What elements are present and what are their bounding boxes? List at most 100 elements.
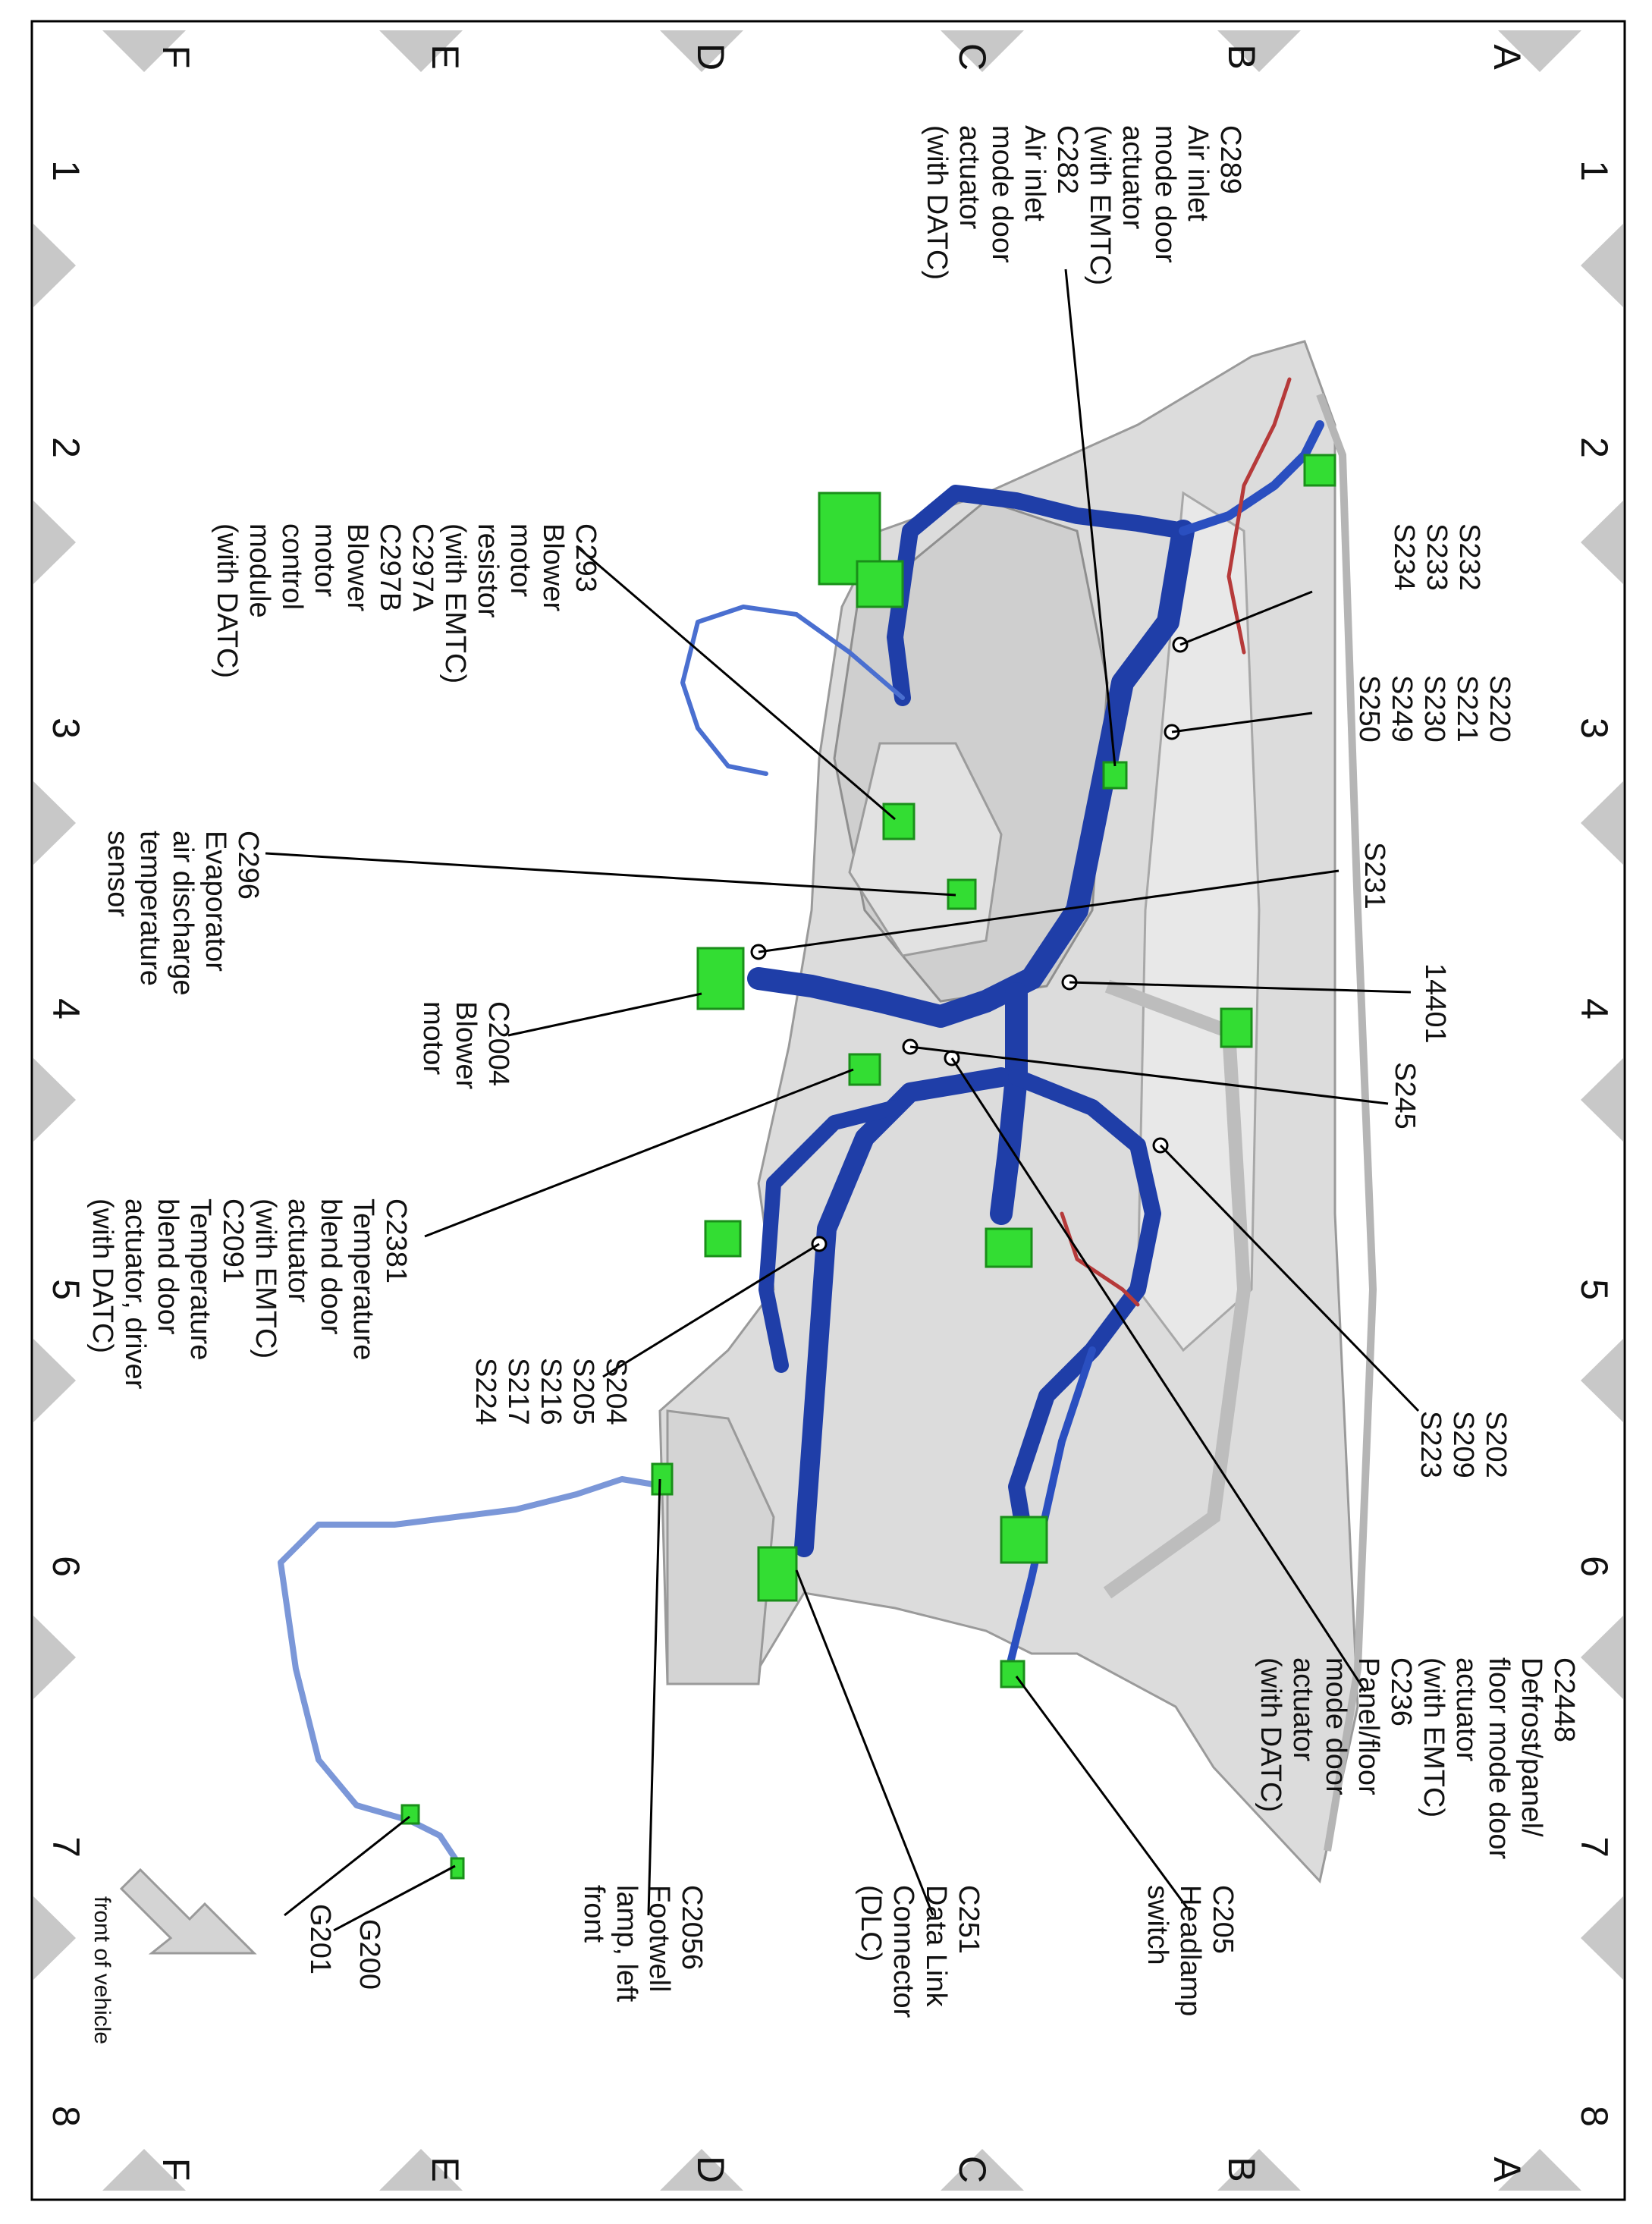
callout-line: temperature [134, 831, 166, 986]
callout-line: (with DATC) [921, 125, 953, 280]
callout-line: S245 [1389, 1062, 1421, 1129]
leader-g201 [284, 1815, 410, 1917]
cross-beam [1103, 979, 1252, 1599]
callout-line: Blower [537, 523, 569, 611]
grid-marker [379, 30, 463, 72]
callout-s231: S231 [1358, 842, 1390, 909]
callout-line: C2381 [380, 1198, 412, 1283]
leader-c293 [576, 545, 896, 821]
grid-marker [1581, 1058, 1623, 1142]
grid-marker [102, 30, 186, 72]
callout-line: S202 [1480, 1411, 1512, 1478]
connector-c2381 [848, 1053, 881, 1086]
harness-upper-branch [887, 485, 1192, 706]
callout-line: lamp, left [611, 1885, 642, 2003]
callout-line: (with EMTC) [1084, 125, 1116, 285]
grid-marker [102, 2149, 186, 2191]
callout-line: Temperature [184, 1198, 216, 1360]
callout-line: module [243, 523, 275, 618]
grid-letter-top: E [424, 44, 466, 69]
grid-marker [941, 30, 1024, 72]
grid-marker [660, 30, 743, 72]
connector-c289 [1102, 761, 1128, 790]
grid-number-right: 6 [1573, 1556, 1616, 1577]
grid-letter-top: F [155, 46, 197, 69]
harness-top-branch [1179, 420, 1324, 536]
leader-s232 [1179, 590, 1313, 646]
front-of-vehicle-indicator: front of vehicle [90, 1867, 257, 2044]
grid-number-right: 4 [1573, 998, 1616, 1019]
grid-marker [1581, 1339, 1623, 1422]
callout-line: C297A [407, 523, 438, 612]
grid-number-left: 3 [45, 718, 87, 739]
callout-line: Data Link [920, 1885, 952, 2008]
callout-line: G200 [353, 1919, 385, 1990]
grid-marker [33, 501, 76, 584]
callout-line: S204 [600, 1358, 632, 1425]
front-of-vehicle-label: front of vehicle [90, 1896, 115, 2044]
callout-line: C205 [1207, 1885, 1239, 1954]
callout-line: C236 [1385, 1657, 1417, 1726]
callout-line: control [276, 523, 308, 610]
connectors [400, 454, 1336, 1880]
leader-lines [265, 269, 1420, 1932]
callout-p14401: 14401 [1419, 963, 1451, 1044]
harness-lower-branch [758, 1100, 903, 1373]
callout-line: Connector [887, 1885, 919, 2018]
grid-marker [1581, 1896, 1623, 1980]
diagram-frame [30, 20, 1626, 2201]
connector-blower-module-2 [856, 560, 904, 608]
harness-right-branch [1008, 1069, 1161, 1541]
callout-line: actuator [953, 125, 985, 230]
callout-g200: G200 [353, 1919, 385, 1990]
callout-line: mode door [1149, 125, 1181, 263]
leader-s204 [602, 1242, 820, 1378]
grid-letter-bottom: C [951, 2156, 994, 2183]
callout-line: S249 [1386, 675, 1418, 743]
leader-s245 [909, 1045, 1389, 1105]
callout-line: S230 [1418, 675, 1450, 743]
callout-g201: G201 [304, 1904, 336, 1974]
connector-top-right [1303, 454, 1336, 487]
grid-number-left: 6 [45, 1556, 87, 1577]
callout-line: C297B [374, 523, 406, 611]
callout-line: S217 [502, 1358, 534, 1425]
harness-center-down [990, 982, 1028, 1225]
callout-line: Footwell [643, 1885, 675, 1993]
callout-line: (with DATC) [86, 1198, 118, 1353]
grid-marker [33, 781, 76, 865]
harness-footwell-lead [278, 1476, 671, 1861]
callout-line: S216 [535, 1358, 567, 1425]
callout-line: S233 [1421, 523, 1453, 591]
callout-line: C282 [1051, 125, 1083, 194]
callout-line: (with DATC) [211, 523, 243, 678]
callout-line: (with EMTC) [250, 1198, 281, 1359]
grid-letter-top: B [1220, 44, 1263, 69]
leader-c2448 [950, 1057, 1367, 1692]
callout-line: S234 [1388, 523, 1420, 591]
harness-red-wire [1226, 377, 1292, 655]
connector-lower-left [704, 1220, 742, 1258]
callout-line: Defrost/panel/ [1515, 1657, 1547, 1837]
grid-marker [33, 224, 76, 307]
grid-marker [33, 1058, 76, 1142]
callout-line: C2091 [217, 1198, 249, 1283]
callout-line: blend door [315, 1198, 347, 1335]
callout-line: (with DATC) [1255, 1657, 1286, 1812]
callout-line: S205 [567, 1358, 599, 1425]
connector-c251 [757, 1546, 798, 1602]
callout-line: Panel/floor [1352, 1657, 1384, 1795]
callout-line: C289 [1214, 125, 1246, 194]
grid-marker [1217, 2149, 1301, 2191]
callout-line: motor [309, 523, 341, 597]
grid-marker [379, 2149, 463, 2191]
